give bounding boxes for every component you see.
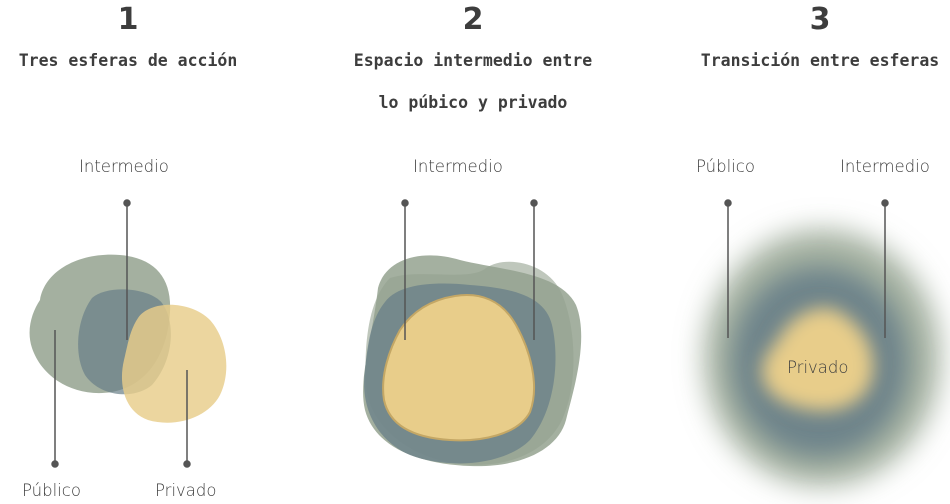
leader-lines bbox=[51, 199, 889, 468]
panel-1: 1 Tres esferas de acción Intermedio Públ… bbox=[0, 0, 256, 504]
panel-1-number: 1 bbox=[117, 2, 139, 37]
panel-2-privado-blob bbox=[382, 294, 536, 442]
p1-publico-leader-dot bbox=[51, 460, 59, 468]
panel-2-shapes bbox=[363, 255, 582, 467]
panel-3-title: Transición entre esferas bbox=[700, 51, 940, 70]
panel-2-number: 2 bbox=[462, 2, 484, 37]
panel-2-title-line-2: lo púbico y privado bbox=[378, 93, 568, 112]
panel-1-label-publico: Público bbox=[22, 481, 81, 500]
p1-privado-leader-dot bbox=[183, 460, 191, 468]
panel-2: 2 Espacio intermedio entre lo púbico y p… bbox=[318, 0, 628, 504]
panel-2-label-intermedio: Intermedio bbox=[413, 157, 503, 176]
panel-2-title-line-1: Espacio intermedio entre bbox=[353, 51, 593, 70]
panel-1-label-privado: Privado bbox=[155, 481, 217, 500]
panel-3-label-intermedio: Intermedio bbox=[840, 157, 930, 176]
panel-3: 3 Transición entre esferas Público Inter… bbox=[690, 0, 950, 504]
p3-publico-leader-dot bbox=[724, 199, 732, 207]
panel-3-privado-core bbox=[762, 307, 874, 411]
panel-3-label-publico: Público bbox=[696, 157, 755, 176]
panel-1-label-intermedio: Intermedio bbox=[79, 157, 169, 176]
panel-3-label-privado: Privado bbox=[787, 358, 849, 377]
panel-1-title: Tres esferas de acción bbox=[18, 51, 238, 70]
p2-intermedio-left-leader-dot bbox=[401, 199, 409, 207]
p3-intermedio-leader-dot bbox=[881, 199, 889, 207]
panel-3-number: 3 bbox=[809, 2, 831, 37]
panel-3-shapes bbox=[704, 230, 940, 486]
p1-intermedio-leader-dot bbox=[123, 199, 131, 207]
panel-1-privado-blob bbox=[121, 304, 227, 423]
p2-intermedio-right-leader-dot bbox=[530, 199, 538, 207]
panel-1-shapes bbox=[29, 254, 227, 423]
